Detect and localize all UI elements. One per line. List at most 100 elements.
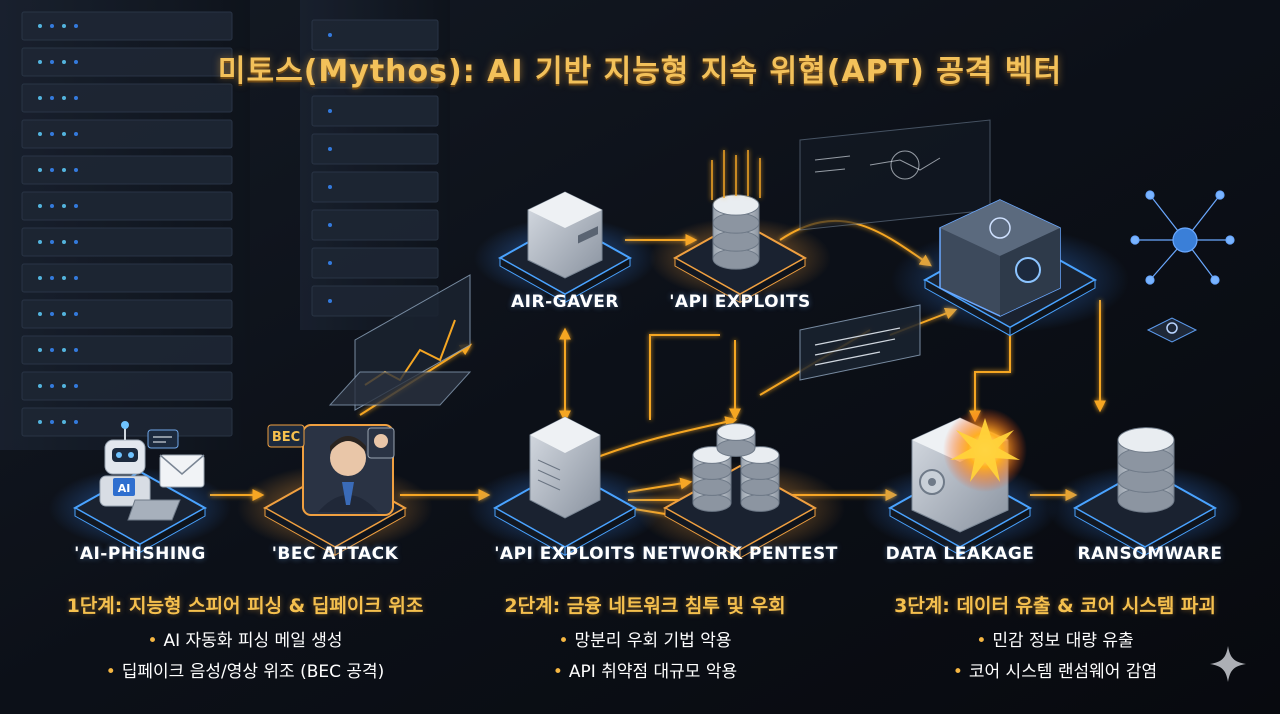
rack-led [50,24,54,28]
rack-slot [21,47,233,77]
rack-led [38,420,42,424]
rack-slot [21,11,233,41]
rack-led [328,261,332,265]
rack-led [74,240,78,244]
rack-slot [21,83,233,113]
rack-led [50,132,54,136]
database-icon-api-exploits-top [712,194,760,270]
server-icon-air-gaver [527,191,603,279]
stage-2-bullet: •망분리 우회 기법 악용 [558,631,732,651]
rack-led [328,71,332,75]
rack-led [38,204,42,208]
stage-3-bullet: •코어 시스템 랜섬웨어 감염 [952,662,1158,682]
node-label-data-leakage: DATA LEAKAGE [885,544,1035,564]
sparkle-icon [1210,646,1246,682]
stage-3: 3단계: 데이터 유출 & 코어 시스템 파괴 •민감 정보 대량 유출 •코어… [845,591,1265,688]
rack-slot [311,209,439,241]
rack-led [328,147,332,151]
page-title: 미토스(Mythos): AI 기반 지능형 지속 위협(APT) 공격 벡터 [217,54,1063,89]
rack-led [38,60,42,64]
rack-led [74,132,78,136]
rack-led [38,312,42,316]
rack-led [50,348,54,352]
rack-led [50,312,54,316]
rack-slot [21,335,233,365]
holographic-code-panel [799,119,991,381]
security-core-cube [939,199,1061,317]
stage-3-bullet: •민감 정보 대량 유출 [976,631,1134,651]
network-graph-icon [1130,190,1235,285]
rack-led [74,168,78,172]
rack-slot [21,155,233,185]
rack-slot [21,191,233,221]
rack-led [62,384,66,388]
server-rack-background [0,0,450,450]
rack-led [328,109,332,113]
ai-badge-text: AI [118,482,131,495]
rack-led [38,96,42,100]
node-label-api-exploits-mid: 'API EXPLOITS [494,544,636,564]
rack-led [50,240,54,244]
rack-slot [21,227,233,257]
rack-led [328,299,332,303]
rack-led [50,276,54,280]
stage-1: 1단계: 지능형 스피어 피싱 & 딥페이크 위조 •AI 자동화 피싱 메일 … [20,591,470,688]
node-label-ai-phishing: 'AI-PHISHING [74,544,206,564]
rack-slot [311,19,439,51]
rack-slot [311,133,439,165]
database-icon-network-pentest [716,423,756,457]
rack-slot [21,263,233,293]
rack-led [74,384,78,388]
rack-led [50,168,54,172]
rack-led [74,60,78,64]
robot-icon: AI [99,421,181,521]
rack-led [62,204,66,208]
stage-3-title: 3단계: 데이터 유출 & 코어 시스템 파괴 [894,595,1216,617]
rack-led [38,276,42,280]
rack-led [62,348,66,352]
rack-led [38,168,42,172]
rack-slot [311,95,439,127]
person-avatar-icon: BEC [267,424,395,516]
rack-led [38,24,42,28]
rack-slot [311,57,439,89]
rack-led [62,168,66,172]
node-label-bec-attack: 'BEC ATTACK [271,544,399,564]
rack-slot [311,247,439,279]
rack-led [62,312,66,316]
stage-2-title: 2단계: 금융 네트워크 침투 및 우회 [504,595,786,617]
rack-led [50,60,54,64]
envelope-icon [147,429,205,488]
rack-led [38,348,42,352]
rack-led [38,240,42,244]
rack-led [74,348,78,352]
rack-slot [311,171,439,203]
gear-chip-icon [1146,317,1198,343]
stage-1-title: 1단계: 지능형 스피어 피싱 & 딥페이크 위조 [66,595,424,617]
rack-led [62,276,66,280]
rack-led [50,204,54,208]
stage-2-bullet: •API 취약점 대규모 악용 [552,662,738,682]
rack-led [62,132,66,136]
rack-led [328,185,332,189]
data-wires [711,150,761,200]
rack-led [74,312,78,316]
bec-badge-text: BEC [272,430,300,445]
holographic-chart-panel [328,274,472,411]
stage-1-bullet: •딥페이크 음성/영상 위조 (BEC 공격) [105,662,385,682]
rack-led [62,24,66,28]
rack-led [62,60,66,64]
rack-led [50,420,54,424]
node-label-network-pentest: NETWORK PENTEST [642,544,838,564]
rack-slot [21,299,233,329]
rack-led [74,204,78,208]
rack-led [38,132,42,136]
rack-slot [21,371,233,401]
server-icon-api-exploits-mid [529,416,601,519]
database-icon-network-pentest [692,446,732,512]
database-icon-network-pentest [740,446,780,512]
node-label-air-gaver: AIR-GAVER [511,292,619,312]
rack-led [328,223,332,227]
rack-led [50,96,54,100]
